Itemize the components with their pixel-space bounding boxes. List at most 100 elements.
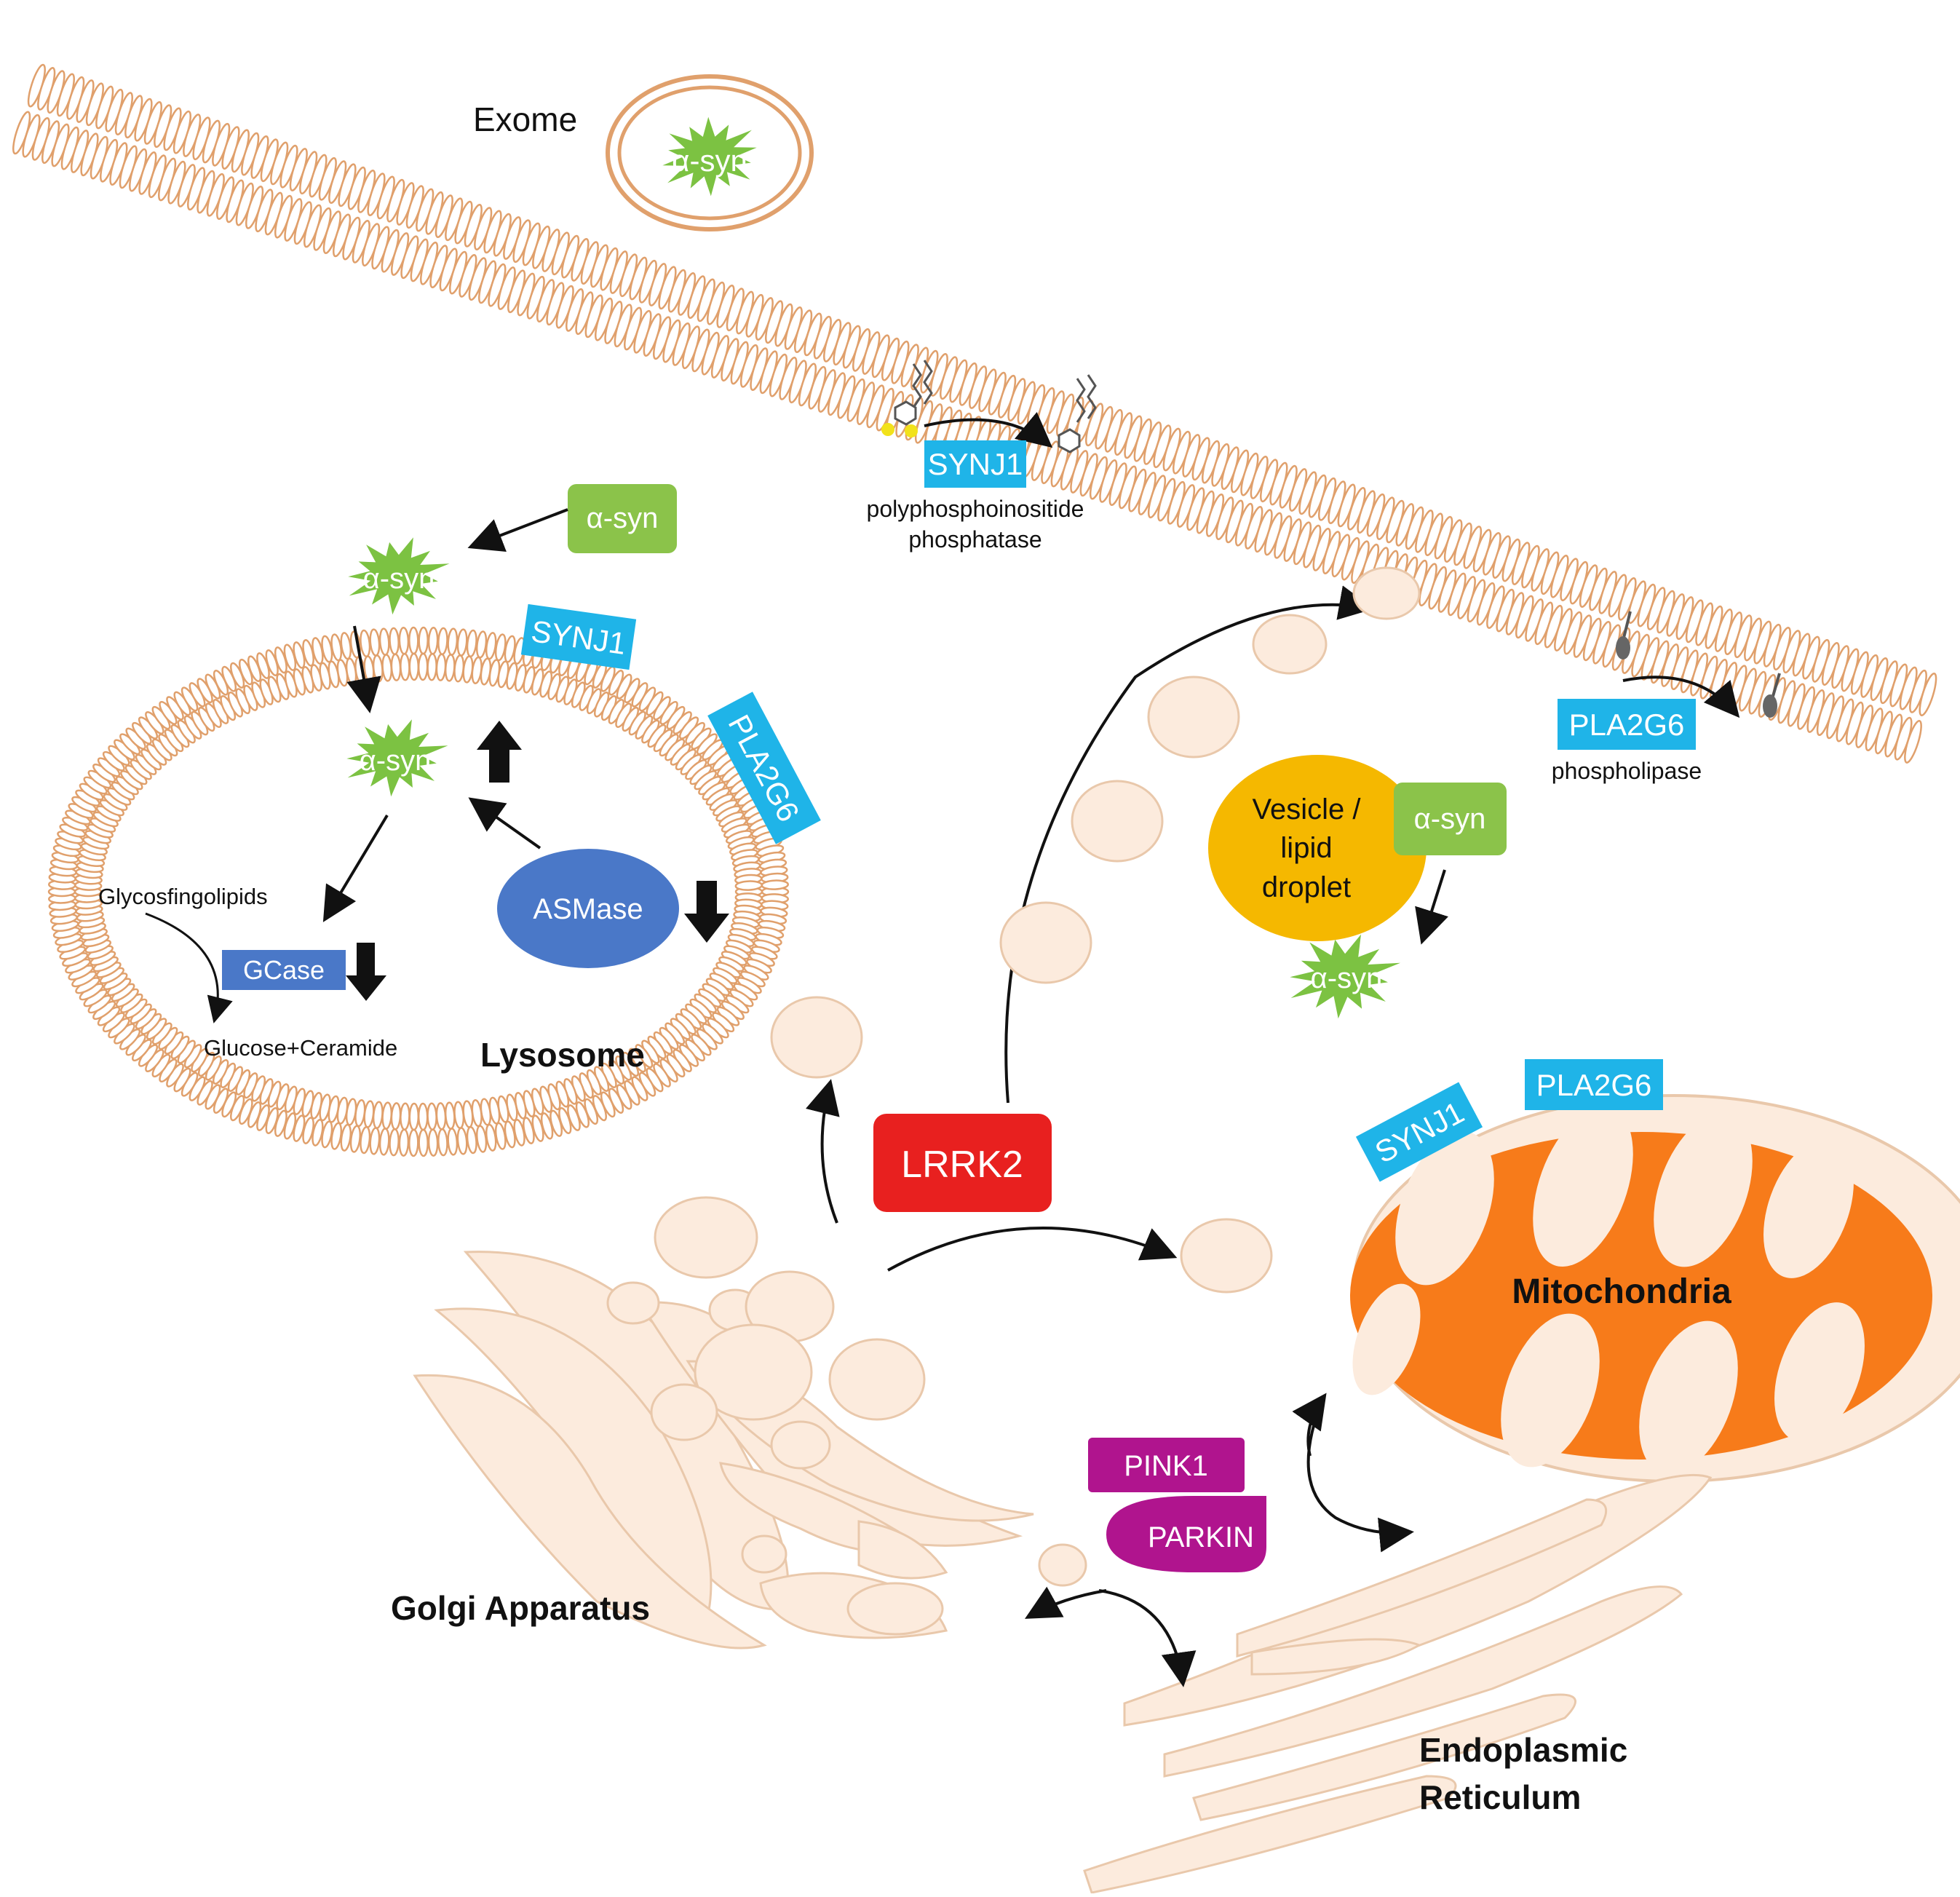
pip-lipid-left	[881, 360, 933, 437]
er-tubule	[1163, 1585, 1683, 1778]
lysosome-membrane	[47, 626, 790, 1157]
svg-text:ASMase: ASMase	[533, 893, 643, 925]
svg-text:PARKIN: PARKIN	[1148, 1521, 1254, 1553]
exome-vesicle: α-syn	[606, 74, 814, 231]
svg-text:Vesicle /: Vesicle /	[1253, 793, 1362, 825]
lysosome-lipid	[456, 1127, 468, 1155]
lysosome-lipid	[378, 627, 390, 656]
down-arrow-icon	[346, 943, 386, 1001]
lysosome-lipid	[466, 629, 477, 658]
down-arrow-icon	[684, 881, 729, 943]
membrane-lipid	[1904, 719, 1922, 764]
lrrk2-protein: LRRK2	[873, 1114, 1052, 1212]
phospholipase-text: phospholipase	[1552, 758, 1702, 784]
golgi-vesicle	[650, 1383, 718, 1441]
lysosome-lipid	[389, 627, 400, 656]
golgi-vesicle	[654, 1196, 758, 1279]
er-tubule	[1083, 1775, 1457, 1894]
arrow-mito-er-exchange	[1306, 1397, 1414, 1553]
pip-lipid-right	[1058, 374, 1097, 454]
endoplasmic-reticulum	[1083, 1473, 1713, 1894]
lysosome-lipid	[456, 628, 468, 657]
golgi-vesicle	[606, 1281, 660, 1325]
lysosome-lipid	[381, 1101, 393, 1130]
svg-text:PLA2G6: PLA2G6	[1536, 1068, 1652, 1102]
plasma-membrane	[12, 63, 1937, 764]
golgi-vesicle	[741, 1534, 787, 1574]
svg-text:PLA2G6: PLA2G6	[1569, 708, 1685, 742]
mitochondria	[1350, 1094, 1960, 1483]
pla2g6-mito-badge: PLA2G6	[1525, 1059, 1663, 1110]
synj1-top-arrow	[924, 411, 1053, 448]
golgi-vesicle	[846, 1582, 944, 1636]
pla2g6-top-arrow	[1622, 676, 1740, 718]
lysosome-lipid	[444, 654, 456, 682]
arrow-asyn-to-gcase	[322, 814, 389, 922]
lysosome-lipid	[408, 1102, 420, 1131]
svg-text:lipid: lipid	[1280, 832, 1332, 864]
lysosome-lipid	[390, 653, 402, 681]
exome-label: Exome	[473, 100, 577, 138]
lysosome-lipid	[427, 627, 439, 655]
er-tubule	[1250, 1638, 1422, 1676]
glyco-conversion-arrow	[145, 912, 233, 1023]
lysosome-lipid	[408, 1128, 419, 1157]
lysosome-label: Lysosome	[480, 1036, 645, 1074]
polyphospho-text-2: phosphatase	[908, 526, 1042, 553]
lysosome-lipid	[369, 1127, 381, 1155]
pla2g6-top-badge: PLA2G6	[1558, 699, 1696, 750]
svg-text:droplet: droplet	[1262, 871, 1351, 903]
lysosome-lipid	[398, 627, 410, 655]
golgi-vesicle	[770, 1420, 831, 1470]
svg-text:LRRK2: LRRK2	[901, 1144, 1023, 1186]
parkin-protein: PARKIN	[1106, 1496, 1266, 1572]
arrow-er-mito-back	[1292, 1393, 1327, 1457]
lysosome-lipid	[389, 1128, 400, 1157]
exome-asyn-star	[662, 116, 757, 197]
synj1-top-badge: SYNJ1	[924, 440, 1026, 488]
lysosome-lipid	[381, 654, 393, 682]
polyphospho-text-1: polyphosphoinositide	[867, 496, 1084, 522]
lysosome-lipid	[390, 1102, 402, 1130]
asyn-monomer-droplet: α-syn	[1394, 783, 1507, 855]
lysosome-lipid	[360, 1125, 371, 1155]
lysosome-lipid	[408, 652, 420, 681]
lysosome-lipid	[400, 653, 410, 681]
er-tubule	[1236, 1498, 1608, 1658]
lysosome-lipid	[418, 1128, 429, 1157]
lysosome-lipid	[466, 1125, 477, 1155]
er-label-1: Endoplasmic	[1419, 1731, 1627, 1769]
lysosome-lipid	[378, 1128, 390, 1156]
lysosome-lipid	[444, 1101, 456, 1130]
arrow-er-to-golgi	[1025, 1586, 1107, 1619]
membrane-lipid	[1919, 673, 1937, 716]
asyn-aggregate-outside: α-syn	[348, 537, 450, 615]
lysosome-lipid	[426, 653, 437, 681]
lysosome-lipid	[426, 1102, 437, 1130]
lysosome-lipid	[435, 1102, 447, 1130]
lysosome-lipid	[398, 1128, 410, 1157]
golgi-label: Golgi Apparatus	[391, 1589, 650, 1627]
exome-asyn-label: α-syn	[672, 143, 747, 178]
svg-text:SYNJ1: SYNJ1	[928, 447, 1023, 481]
lysosome-lipid	[417, 652, 429, 681]
asyn-monomer-box: α-syn	[568, 484, 677, 553]
lysosome-lipid	[408, 626, 419, 655]
arrow-lrrk2-to-mito	[887, 1227, 1178, 1272]
svg-text:α-syn: α-syn	[1414, 803, 1486, 835]
vesicle-chain	[999, 566, 1421, 1104]
arrow-into-lysosome	[346, 625, 381, 713]
lysosome-lipid	[734, 880, 763, 891]
svg-text:PINK1: PINK1	[1124, 1450, 1208, 1482]
arrow-monomer-to-aggregate	[467, 508, 568, 553]
lysosome-lipid	[435, 653, 447, 681]
vesicle-golgi-er	[1038, 1543, 1087, 1587]
lysosome-lipid	[447, 627, 459, 656]
arrow-golgi-to-er	[1098, 1589, 1197, 1687]
lysosome-lipid	[427, 1128, 439, 1157]
pink1-protein: PINK1	[1088, 1438, 1245, 1492]
arrow-asmase-to-asyn	[468, 797, 541, 850]
gcase-enzyme: GCase	[222, 950, 346, 990]
